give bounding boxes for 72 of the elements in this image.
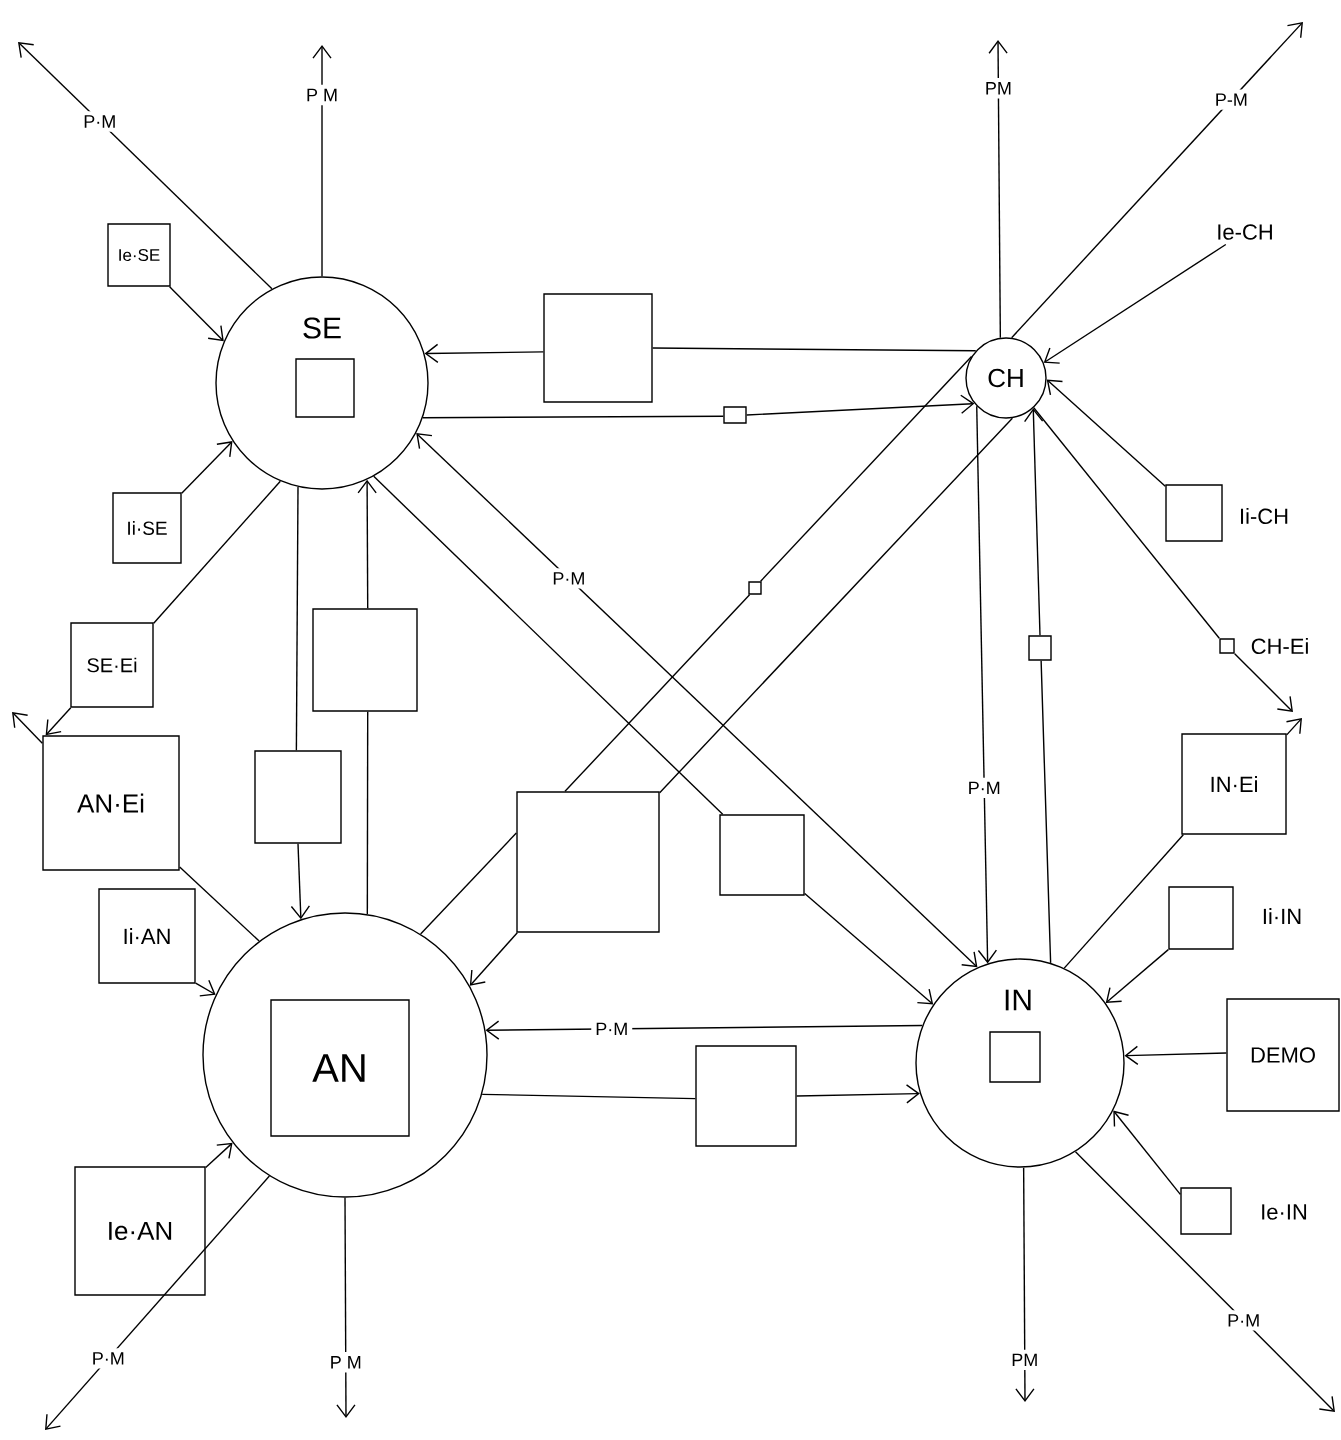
node-label: SE bbox=[303, 317, 341, 339]
labeled-box: DEMO bbox=[1226, 998, 1340, 1112]
edge-label: P-M bbox=[1210, 89, 1252, 110]
arrow bbox=[12, 712, 43, 744]
arrow bbox=[1074, 1151, 1335, 1412]
edge-label: PM bbox=[980, 78, 1016, 99]
arrow bbox=[195, 979, 216, 997]
empty-box bbox=[1028, 635, 1052, 661]
arrow bbox=[1124, 1045, 1227, 1066]
edge-label: P·M bbox=[591, 1018, 633, 1040]
arrow bbox=[1043, 243, 1227, 364]
arrow bbox=[1285, 718, 1302, 736]
labeled-box: Ie·SE bbox=[107, 223, 171, 287]
arrow bbox=[746, 394, 975, 416]
labeled-box: AN bbox=[270, 999, 410, 1137]
arrow bbox=[988, 40, 1008, 339]
empty-box bbox=[695, 1045, 797, 1147]
circle-node bbox=[202, 912, 488, 1198]
edge-label: P·M bbox=[79, 111, 121, 132]
box-label: Ii·IN bbox=[1263, 908, 1301, 924]
arrow bbox=[357, 479, 377, 609]
arrow bbox=[469, 932, 518, 986]
arrow bbox=[336, 1197, 356, 1418]
arrow bbox=[181, 441, 233, 494]
node-label: IN bbox=[1005, 989, 1031, 1011]
empty-box bbox=[254, 750, 342, 844]
arrow bbox=[205, 1142, 233, 1169]
labeled-box: Ii·SE bbox=[112, 492, 182, 564]
arrow bbox=[1046, 379, 1166, 487]
edge-label: P·M bbox=[963, 777, 1005, 799]
labeled-box: SE·Ei bbox=[70, 622, 154, 708]
box-label: CH-Ei bbox=[1251, 637, 1308, 655]
edge-label: P M bbox=[325, 1352, 366, 1373]
arrow bbox=[168, 286, 224, 342]
arrow bbox=[1015, 1166, 1035, 1402]
arrow bbox=[1023, 408, 1044, 636]
labeled-box: Ii·AN bbox=[98, 888, 196, 984]
empty-box bbox=[516, 791, 660, 933]
arrow bbox=[796, 1084, 920, 1104]
empty-box bbox=[748, 581, 762, 595]
arrow bbox=[424, 343, 544, 364]
arrow bbox=[1010, 22, 1303, 339]
arrow bbox=[312, 45, 332, 277]
text-label: Ie-CH bbox=[1218, 224, 1272, 240]
arrow bbox=[290, 843, 311, 920]
edge-label: P·M bbox=[87, 1348, 129, 1369]
box-label: Ie·IN bbox=[1262, 1204, 1307, 1220]
arrow bbox=[45, 1175, 271, 1430]
arrow bbox=[1234, 653, 1293, 712]
arrow bbox=[1105, 948, 1169, 1003]
empty-box bbox=[989, 1031, 1041, 1083]
edge-label: PM bbox=[1007, 1349, 1043, 1370]
arrow bbox=[485, 1020, 923, 1040]
edge-label: P·M bbox=[548, 568, 590, 589]
labeled-box: AN·Ei bbox=[42, 735, 180, 871]
empty-box bbox=[543, 293, 653, 403]
arrow bbox=[416, 433, 978, 968]
empty-box bbox=[723, 406, 747, 424]
arrow bbox=[45, 707, 72, 736]
node-label: CH bbox=[988, 368, 1023, 388]
labeled-box: Ie·AN bbox=[74, 1166, 206, 1296]
labeled-box: IN·Ei bbox=[1181, 733, 1287, 835]
arrow bbox=[804, 892, 934, 1005]
empty-box bbox=[312, 608, 418, 712]
box-label: Ii-CH bbox=[1241, 507, 1288, 525]
empty-box bbox=[295, 358, 355, 418]
arrow bbox=[976, 405, 998, 964]
edge-label: P M bbox=[302, 84, 342, 106]
arrow bbox=[18, 42, 273, 290]
arrow bbox=[1113, 1110, 1181, 1195]
edge-label: P·M bbox=[1223, 1310, 1265, 1331]
empty-box bbox=[719, 814, 805, 896]
